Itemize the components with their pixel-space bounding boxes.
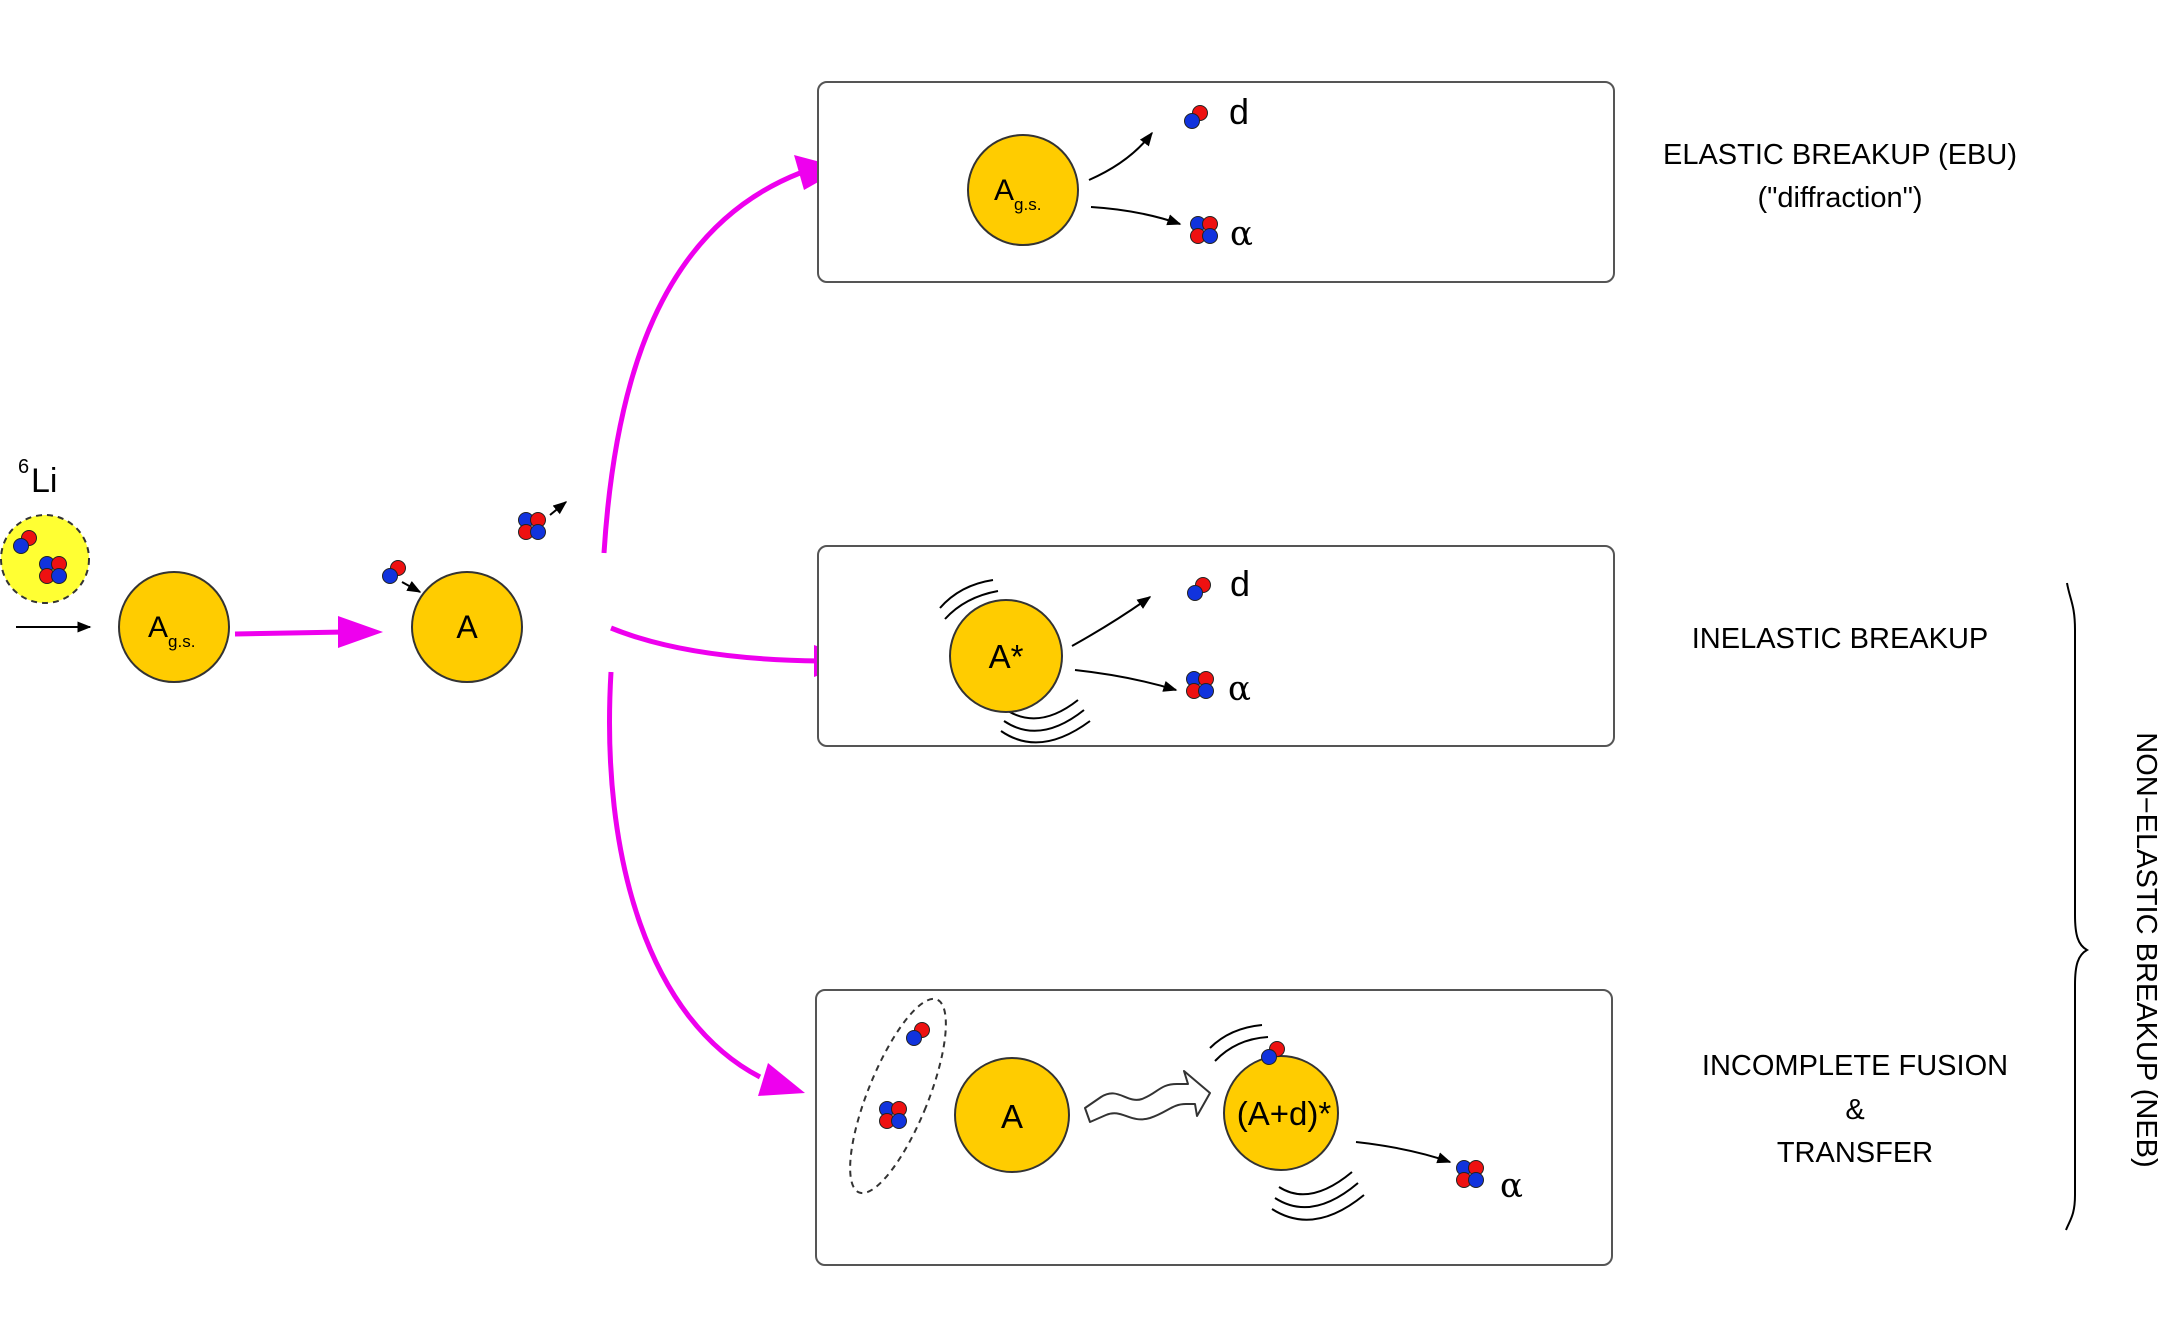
alpha-escape-arrow — [549, 501, 568, 516]
fusion-wave-arrow — [1084, 1070, 1211, 1123]
icf-title-line3: TRANSFER — [1777, 1137, 1933, 1169]
branch-arrow-icf — [607, 671, 805, 1096]
ebu-alpha-label: α — [1230, 214, 1253, 254]
compound-nucleus-label: (A+d)* — [1237, 1095, 1332, 1132]
ebu-title: ELASTIC BREAKUP (EBU) — [1663, 139, 2017, 171]
projectile-cloud-outline — [849, 997, 947, 1195]
panel-inelastic-breakup: A* d α — [817, 545, 1615, 747]
target-interaction: A — [382, 501, 568, 683]
target-ground-label: Ag.s. — [148, 611, 195, 651]
branch-arrow-ebu — [601, 155, 843, 554]
icf-alpha-arrow — [1355, 1141, 1452, 1164]
ebu-deuteron-label: d — [1229, 91, 1249, 132]
panel-inelastic-frame — [817, 545, 1615, 747]
excited-target-label: A* — [989, 638, 1024, 675]
ebu-deuteron-arrow — [1088, 131, 1153, 181]
incoming-deuteron — [382, 560, 406, 584]
panel-icf-frame — [815, 989, 1613, 1266]
projectile-symbol: Li — [31, 462, 57, 500]
inelastic-deuteron-arrow — [1071, 596, 1152, 647]
target-ground-state: Ag.s. — [118, 571, 230, 683]
neb-label: NON−ELASTIC BREAKUP (NEB) — [2130, 732, 2162, 1167]
panel-incomplete-fusion: A (A+d)* α — [815, 989, 1613, 1266]
target-nucleus — [411, 571, 523, 683]
target-nucleus-ground — [118, 571, 230, 683]
panel-elastic-breakup: Ag.s. d α — [817, 81, 1615, 283]
inelastic-deuteron-label: d — [1230, 563, 1250, 604]
reaction-arrow-1 — [234, 616, 383, 648]
icf-title-line2: & — [1845, 1094, 1864, 1126]
target-label: A — [456, 609, 478, 645]
ebu-subtitle: ("diffraction") — [1757, 182, 1922, 214]
compound-excitation-lines — [1209, 1024, 1365, 1221]
excited-target-nucleus — [949, 599, 1063, 713]
inelastic-title: INELASTIC BREAKUP — [1692, 623, 1989, 655]
projectile-6li: 6 Li — [0, 456, 92, 633]
icf-target-nucleus — [954, 1057, 1070, 1173]
projectile-mass-number: 6 — [18, 456, 29, 478]
outgoing-alpha — [518, 512, 546, 540]
ebu-alpha-arrow — [1090, 206, 1182, 226]
panel-ebu-frame — [817, 81, 1615, 283]
neb-brace — [2065, 582, 2090, 1231]
deuteron-approach-arrow — [401, 580, 422, 593]
excitation-lines — [939, 579, 1091, 744]
ebu-target-label: Ag.s. — [994, 174, 1041, 214]
icf-title-line1: INCOMPLETE FUSION — [1702, 1050, 2008, 1082]
ebu-target-ground — [967, 134, 1079, 246]
inelastic-alpha-arrow — [1074, 669, 1178, 692]
icf-alpha-label: α — [1500, 1166, 1523, 1206]
icf-target-label: A — [1001, 1098, 1023, 1135]
compound-nucleus — [1223, 1055, 1339, 1171]
inelastic-alpha-label: α — [1228, 669, 1251, 709]
